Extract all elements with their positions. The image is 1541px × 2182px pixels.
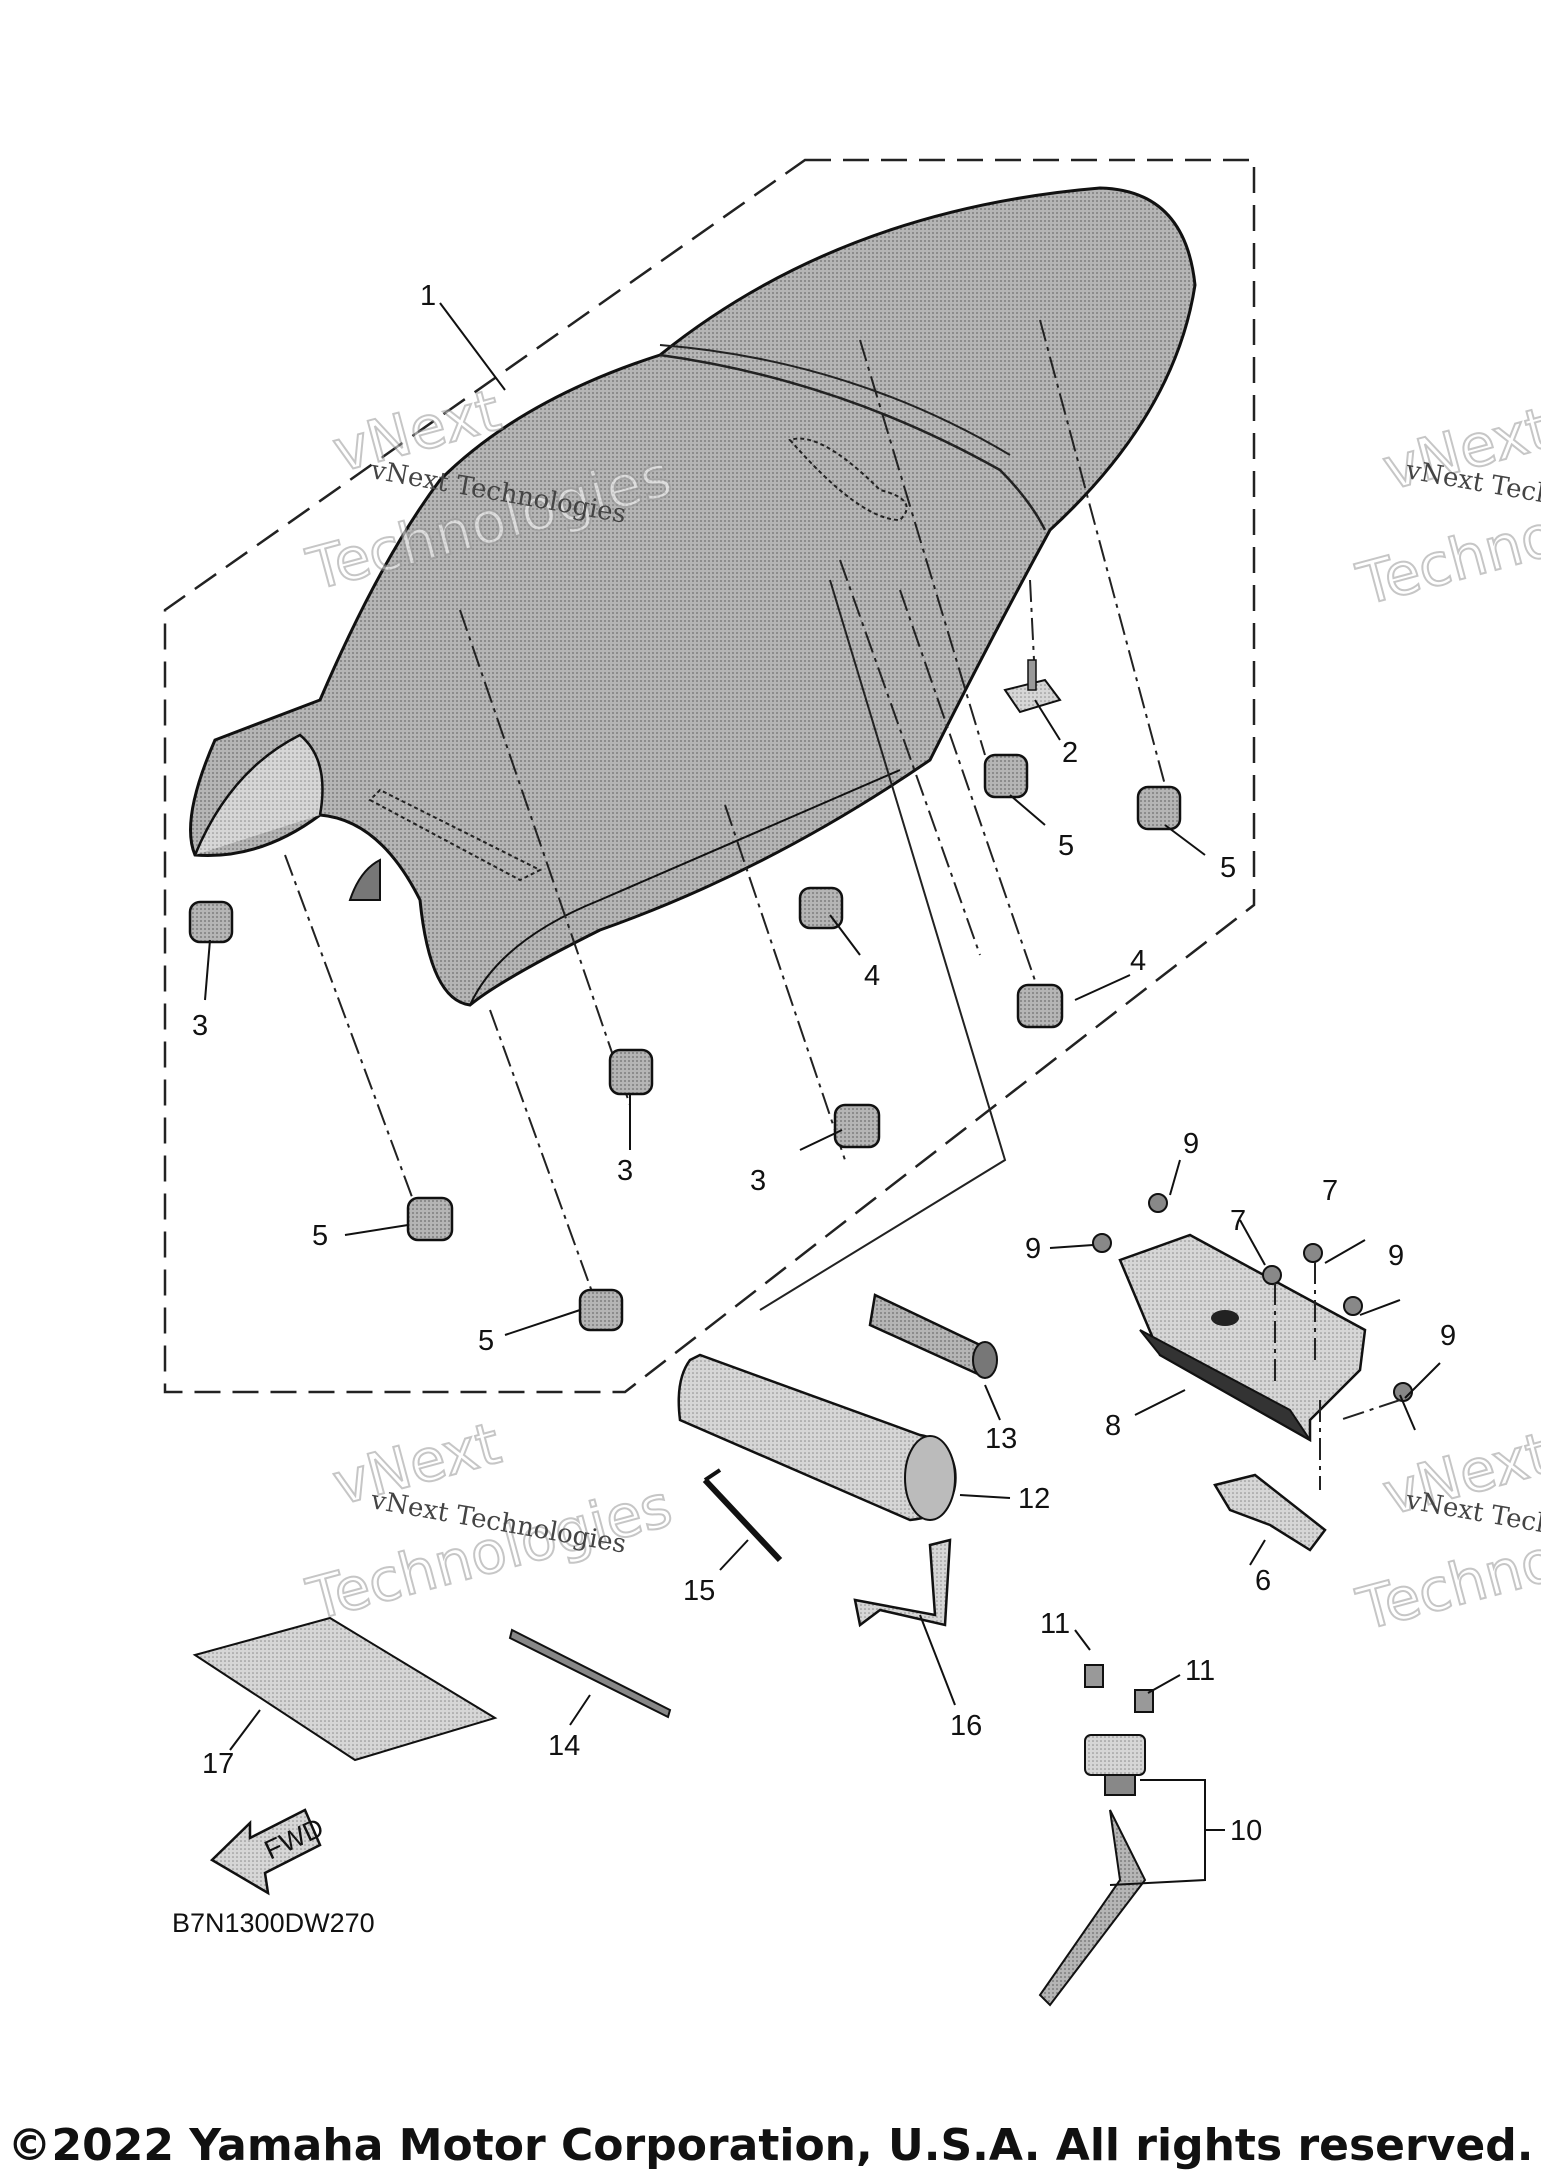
callout-5a: 5 [1058, 830, 1074, 862]
seat [189, 186, 1197, 1007]
callout-3a: 3 [192, 1010, 208, 1042]
part-17-manual-sheet [192, 1616, 498, 1762]
part-11-screws [1084, 1664, 1154, 1713]
callout-13: 13 [985, 1423, 1017, 1455]
callout-11a: 11 [1040, 1608, 1070, 1640]
callout-3c: 3 [750, 1165, 766, 1197]
callout-12: 12 [1018, 1483, 1050, 1515]
fwd-arrow: FWD [209, 1808, 328, 1896]
callout-4a: 4 [864, 960, 880, 992]
bolts [1092, 1193, 1413, 1402]
part-12-storage-bag [677, 1353, 957, 1522]
callout-6: 6 [1255, 1565, 1271, 1597]
assembly-guide-lines [284, 319, 1166, 1301]
callout-7b: 7 [1322, 1175, 1338, 1207]
copyright-notice: ©2022 Yamaha Motor Corporation, U.S.A. A… [7, 2120, 1534, 2171]
callout-labels: 1 2 3 3 3 4 4 5 5 5 5 6 7 7 8 9 9 9 9 10… [192, 280, 1456, 1847]
part-16-strap [853, 1538, 952, 1628]
diagram-code: B7N1300DW270 [172, 1908, 375, 1938]
callout-15: 15 [683, 1575, 715, 1607]
callout-7a: 7 [1230, 1205, 1246, 1237]
part-8-cover [1118, 1233, 1367, 1443]
callout-5b: 5 [1220, 852, 1236, 884]
callout-9b: 9 [1025, 1233, 1041, 1265]
damper-grommets [188, 753, 1182, 1332]
callout-8: 8 [1105, 1410, 1121, 1442]
bolt-guide-lines [1274, 1262, 1401, 1490]
callout-1: 1 [420, 280, 436, 312]
callout-5d: 5 [478, 1325, 494, 1357]
callout-14: 14 [548, 1730, 580, 1762]
callout-16: 16 [950, 1710, 982, 1742]
part-14-strip [508, 1628, 672, 1719]
callout-9c: 9 [1388, 1240, 1404, 1272]
callout-9d: 9 [1440, 1320, 1456, 1352]
part-2-bracket [1003, 659, 1062, 714]
callout-leaders [204, 302, 1441, 1886]
callout-17: 17 [202, 1748, 234, 1780]
part-13-grip [868, 1293, 998, 1379]
callout-11b: 11 [1185, 1655, 1215, 1687]
callout-5c: 5 [312, 1220, 328, 1252]
leader-seat-to-bag [759, 579, 1007, 1311]
part-6-stay [1213, 1473, 1327, 1552]
part-15-rod [702, 1468, 783, 1563]
callout-9a: 9 [1183, 1128, 1199, 1160]
callout-4b: 4 [1130, 945, 1146, 977]
assembly-boundary [163, 158, 1256, 1394]
callout-10: 10 [1230, 1815, 1262, 1847]
callout-3b: 3 [617, 1155, 633, 1187]
callout-2: 2 [1062, 737, 1078, 769]
part-10-lock [1038, 1734, 1147, 2007]
